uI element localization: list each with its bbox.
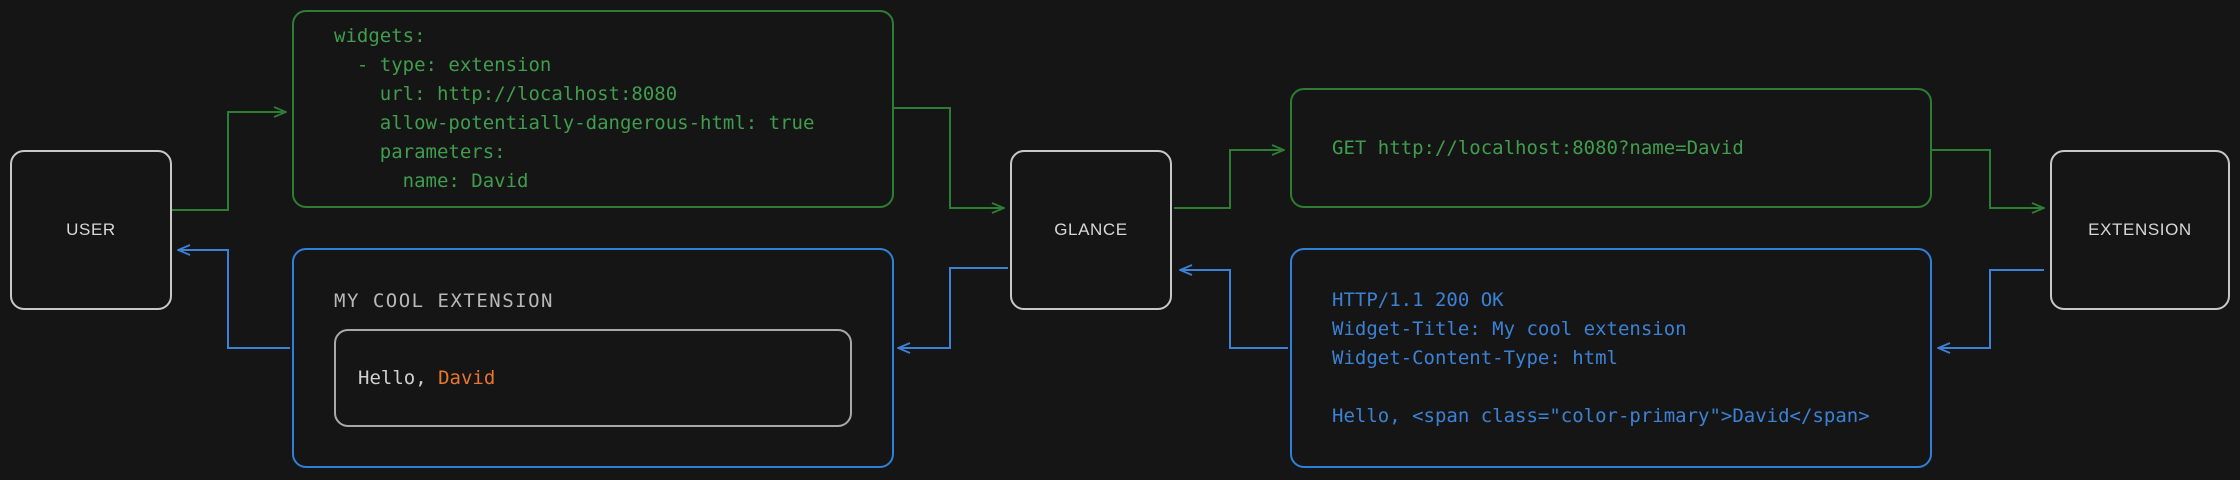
config-line: url: http://localhost:8080 [334, 83, 678, 105]
config-line: - type: extension [334, 54, 552, 76]
config-line: parameters: [334, 141, 506, 163]
greeting-name: David [438, 366, 496, 389]
widget-content-frame: Hello, David [334, 328, 852, 427]
node-extension-label: EXTENSION [2088, 220, 2192, 239]
edge-config-to-glance [894, 107, 1004, 208]
edge-user-to-config [172, 112, 286, 211]
edge-render-to-user [178, 250, 290, 349]
greeting-prefix: Hello, [358, 366, 439, 389]
request-line: GET http://localhost:8080?name=David [1332, 136, 1744, 159]
rendered-widget-box: MY COOL EXTENSION Hello, David [292, 248, 894, 468]
node-extension[interactable]: EXTENSION [2050, 150, 2230, 310]
http-request-box: GET http://localhost:8080?name=David [1290, 88, 1932, 208]
config-line: name: David [334, 170, 529, 192]
http-response-box: HTTP/1.1 200 OK Widget-Title: My cool ex… [1290, 248, 1932, 468]
edge-glance-to-request [1174, 150, 1284, 209]
edge-request-to-extension [1932, 149, 2044, 208]
config-yaml-box: widgets: - type: extension url: http://l… [292, 10, 894, 208]
node-glance-label: GLANCE [1054, 220, 1128, 239]
response-line: Widget-Content-Type: html [1332, 346, 1618, 369]
response-line: Hello, <span class="color-primary">David… [1332, 404, 1870, 427]
widget-title: MY COOL EXTENSION [334, 289, 554, 312]
widget-greeting: Hello, David [358, 367, 495, 389]
response-line: Widget-Title: My cool extension [1332, 317, 1687, 340]
node-glance[interactable]: GLANCE [1010, 150, 1172, 310]
edge-extension-to-response [1938, 269, 2044, 348]
response-line: HTTP/1.1 200 OK [1332, 288, 1504, 311]
config-line: widgets: [334, 25, 426, 47]
node-user[interactable]: USER [10, 150, 172, 310]
config-line: allow-potentially-dangerous-html: true [334, 112, 815, 134]
node-user-label: USER [66, 220, 116, 239]
edge-response-to-glance [1180, 270, 1288, 349]
edge-glance-to-render [898, 267, 1008, 348]
response-line-blank [1332, 373, 1890, 402]
